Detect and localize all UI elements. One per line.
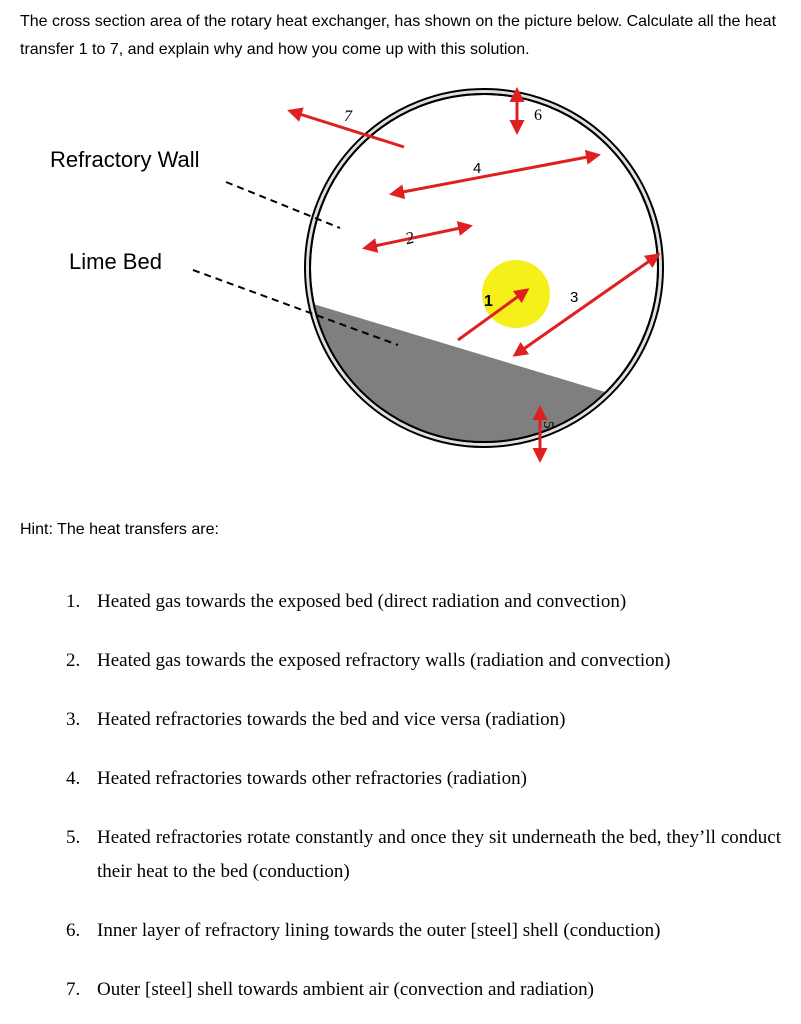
- question-text: The cross section area of the rotary hea…: [20, 13, 777, 58]
- list-item: 6. Inner layer of refractory lining towa…: [66, 914, 781, 948]
- arrow-label-7: 7: [344, 108, 353, 125]
- arrow-7: [287, 107, 405, 149]
- list-item-text: Inner layer of refractory lining towards…: [97, 920, 661, 941]
- list-item-text: Heated gas towards the exposed refractor…: [97, 650, 671, 671]
- arrow-label-5: 5: [540, 421, 556, 429]
- list-item: 1. Heated gas towards the exposed bed (d…: [66, 585, 781, 619]
- list-item-number: 2.: [66, 650, 81, 671]
- kiln-cross-section-diagram: 1 2 3 4 5 6 7 Refractory Wall Lime Bed: [50, 87, 664, 463]
- arrow-4: [389, 149, 601, 200]
- arrow-label-3: 3: [570, 289, 578, 306]
- list-item-text: Heated refractories towards other refrac…: [97, 768, 527, 789]
- lime-bed-label: Lime Bed: [69, 249, 162, 274]
- refractory-wall-label: Refractory Wall: [50, 147, 200, 172]
- list-item: 7. Outer [steel] shell towards ambient a…: [66, 973, 781, 1007]
- list-item-text: Outer [steel] shell towards ambient air …: [97, 979, 594, 1000]
- lime-bed-leader: [192, 269, 399, 346]
- hint-text: Hint: The heat transfers are:: [20, 521, 219, 538]
- list-item-text: Heated gas towards the exposed bed (dire…: [97, 591, 627, 612]
- list-item-number: 4.: [66, 768, 81, 789]
- arrow-label-6: 6: [534, 107, 542, 124]
- list-item-number: 5.: [66, 827, 81, 848]
- arrow-label-1: 1: [484, 293, 493, 310]
- arrow-3: [512, 253, 661, 357]
- list-item: 2. Heated gas towards the exposed refrac…: [66, 644, 781, 678]
- list-item: 3. Heated refractories towards the bed a…: [66, 703, 781, 737]
- list-item: 5. Heated refractories rotate constantly…: [66, 821, 781, 889]
- arrow-2: [362, 221, 473, 253]
- refractory-wall-leader: [225, 181, 341, 229]
- list-item-number: 7.: [66, 979, 81, 1000]
- list-item-text: Heated refractories rotate constantly an…: [97, 827, 781, 882]
- list-item-number: 3.: [66, 709, 81, 730]
- list-item-number: 1.: [66, 591, 81, 612]
- list-item-number: 6.: [66, 920, 81, 941]
- arrow-label-4: 4: [473, 160, 481, 177]
- list-item-text: Heated refractories towards the bed and …: [97, 709, 566, 730]
- list-item: 4. Heated refractories towards other ref…: [66, 762, 781, 796]
